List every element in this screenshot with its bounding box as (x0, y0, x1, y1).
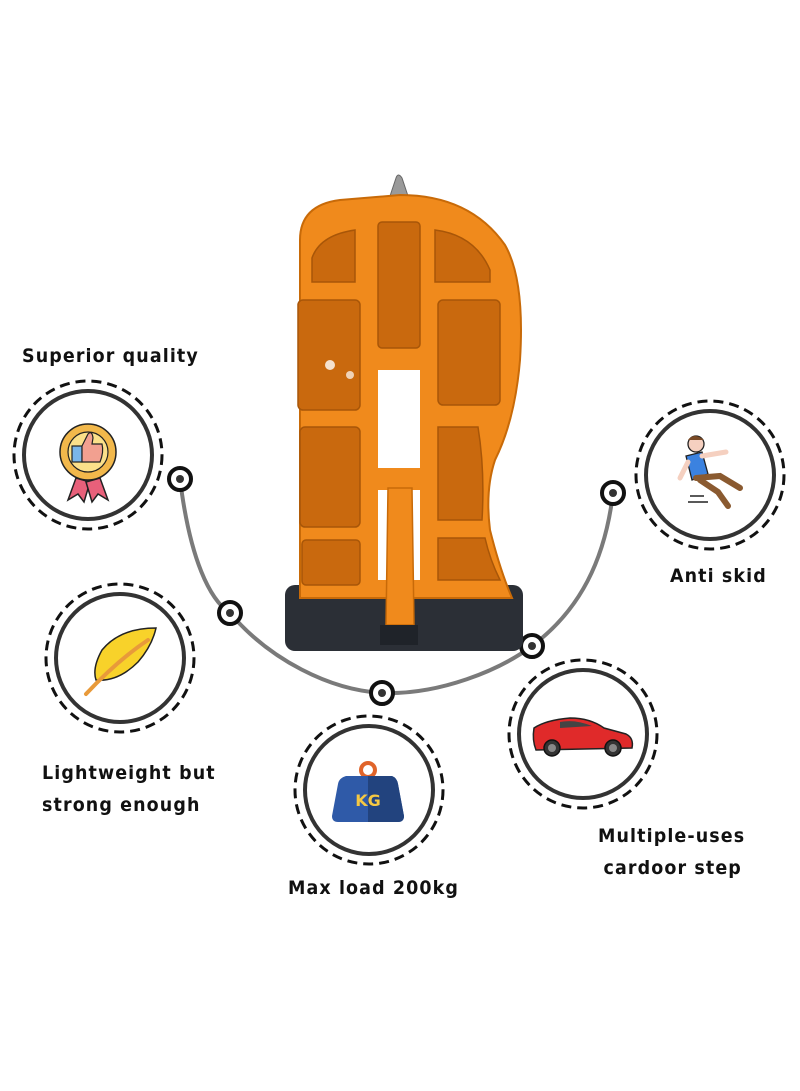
connector-dot (369, 680, 395, 706)
award-thumbs-up-icon (59, 423, 117, 504)
door-step-product-image (285, 174, 523, 651)
connector-dot (167, 466, 193, 492)
kg-weight-icon: KG (332, 761, 404, 822)
slipping-person-icon (677, 435, 743, 509)
connector-dot (600, 480, 626, 506)
feature-label-max-load: Max load 200kg (288, 877, 460, 899)
sports-car-icon (532, 717, 634, 757)
feather-icon (84, 627, 157, 696)
connector-dot (519, 633, 545, 659)
feature-label-anti-skid: Anti skid (670, 565, 767, 587)
kg-icon-text: KG (355, 791, 381, 810)
feature-label-multiple-uses: Multiple-uses cardoor step (598, 825, 746, 879)
feature-label-lightweight: Lightweight but strong enough (42, 762, 216, 816)
connector-dot (217, 600, 243, 626)
feature-label-superior-quality: Superior quality (22, 345, 199, 367)
